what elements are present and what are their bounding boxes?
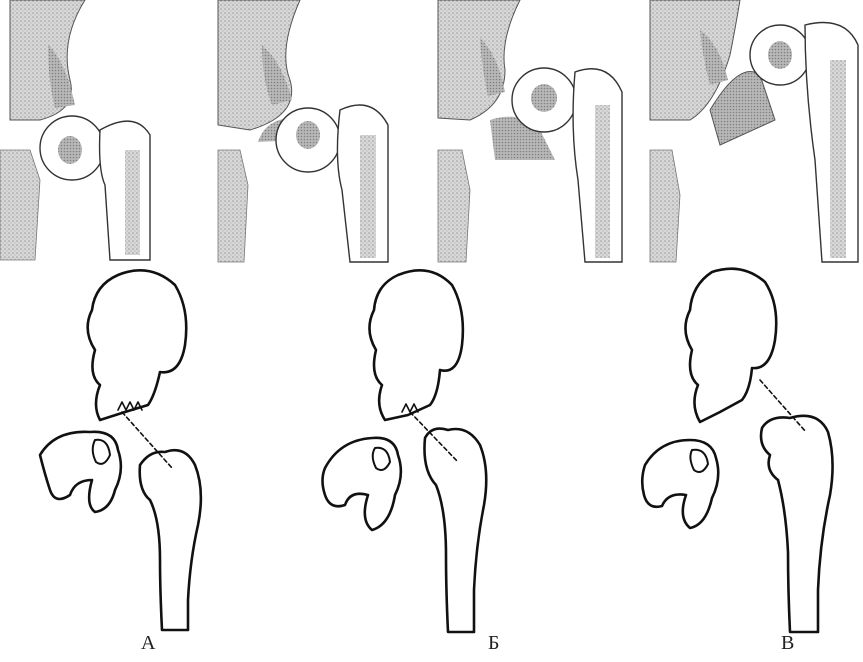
- femur-outline-v: [761, 416, 833, 632]
- ischium-outline-a: [40, 432, 121, 512]
- femoral-axis-dash-v: [760, 380, 806, 432]
- section-panel-dislocation: [438, 0, 622, 262]
- obturator-v: [690, 450, 708, 472]
- ilium-outline-b: [369, 270, 462, 420]
- outline-diagram-a: [40, 270, 201, 630]
- panel-label-v: В: [781, 632, 794, 655]
- ischium-outline-b: [323, 438, 401, 530]
- section-panel-high-dislocation: [650, 0, 858, 262]
- femur-outline-a: [140, 450, 201, 630]
- ilium-outline-a: [88, 270, 187, 420]
- obturator-b: [373, 448, 390, 470]
- ischium-outline-v: [642, 440, 718, 528]
- panel-label-a: А: [141, 632, 155, 655]
- bottom-row-outlines: [40, 269, 833, 632]
- panel-label-b: Б: [488, 632, 499, 655]
- section-panel-subluxation: [218, 0, 388, 262]
- section-panel-normal: [0, 0, 150, 260]
- outline-diagram-b: [323, 270, 487, 632]
- femoral-axis-dash-b: [410, 412, 458, 462]
- femoral-axis-dash-a: [122, 412, 172, 468]
- obturator-a: [93, 440, 110, 464]
- top-row-cross-sections: [0, 0, 858, 262]
- outline-diagram-v: [642, 269, 832, 632]
- ilium-outline-v: [685, 269, 776, 422]
